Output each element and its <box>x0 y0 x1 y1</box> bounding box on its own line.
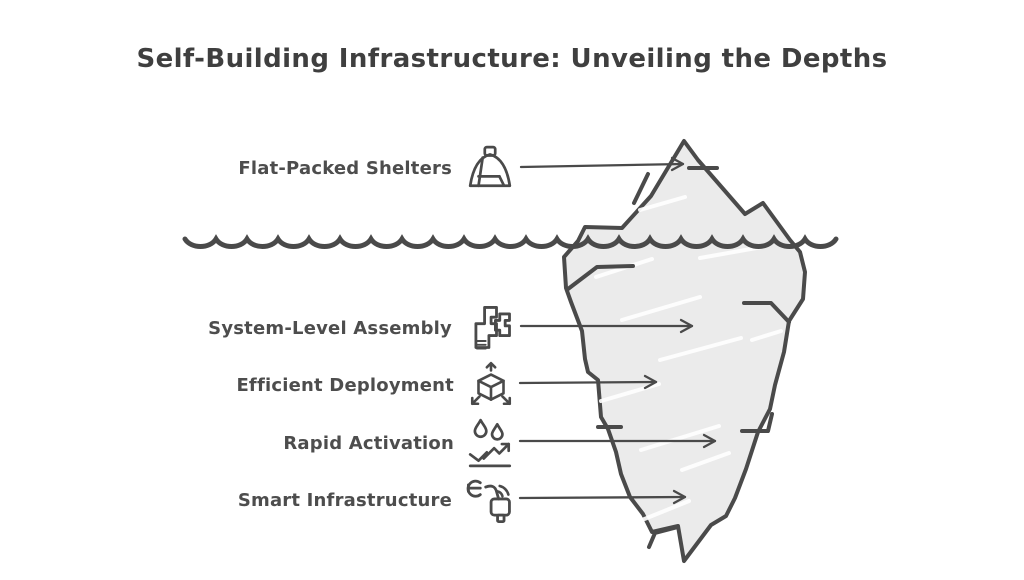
label-smart-infrastructure: Smart Infrastructure <box>237 489 452 511</box>
label-row-flat-packed-shelters: Flat-Packed Shelters <box>238 141 516 195</box>
label-row-efficient-deployment: Efficient Deployment <box>236 358 516 412</box>
activation-icon <box>468 418 512 468</box>
page-title: Self-Building Infrastructure: Unveiling … <box>136 44 888 74</box>
arrow-system-level-assembly <box>519 318 694 334</box>
arrow-efficient-deployment <box>518 374 658 390</box>
connector-arrows <box>518 156 717 505</box>
label-efficient-deployment: Efficient Deployment <box>236 374 454 396</box>
arrow-smart-infrastructure <box>518 489 687 505</box>
arrow-flat-packed-shelters <box>519 156 685 172</box>
label-row-system-level-assembly: System-Level Assembly <box>208 301 516 355</box>
label-row-smart-infrastructure: Smart Infrastructure <box>238 473 516 527</box>
label-rapid-activation: Rapid Activation <box>283 432 454 454</box>
label-system-level-assembly: System-Level Assembly <box>208 317 452 339</box>
waterline <box>182 234 839 249</box>
deployment-icon <box>470 361 512 406</box>
label-row-rapid-activation: Rapid Activation <box>283 416 516 470</box>
arrow-rapid-activation <box>518 433 717 449</box>
ice-crack-lines <box>566 166 791 549</box>
assembly-icon <box>474 306 511 350</box>
shelter-icon <box>468 145 512 188</box>
infrastructure-icon <box>466 479 511 524</box>
label-flat-packed-shelters: Flat-Packed Shelters <box>238 157 452 179</box>
